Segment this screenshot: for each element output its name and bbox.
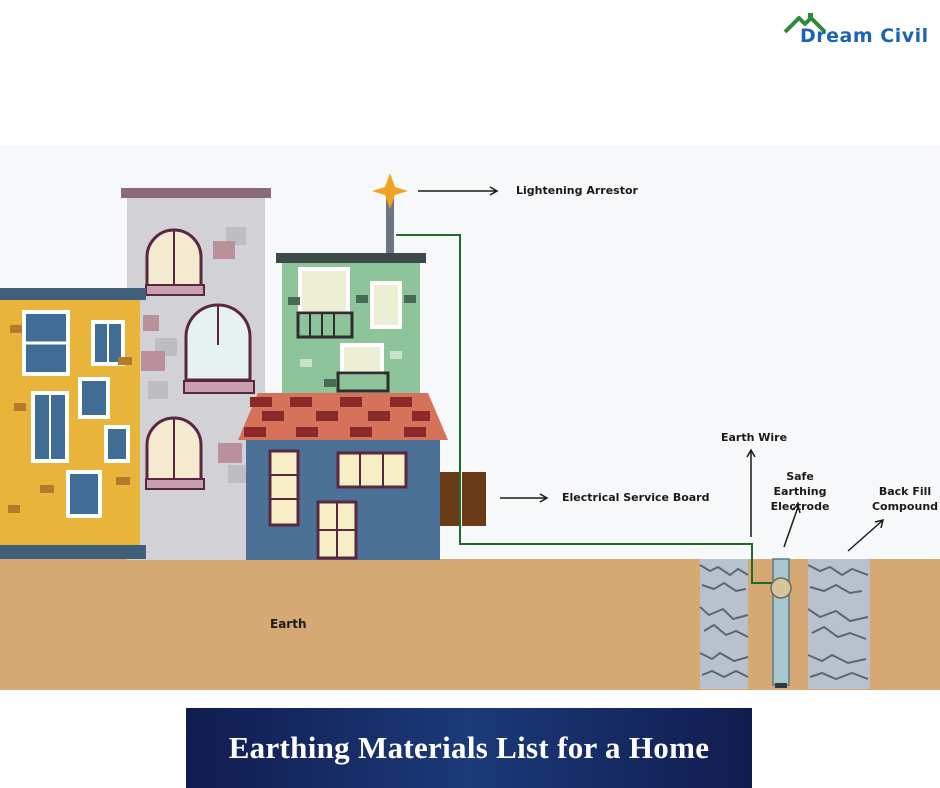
- label-lightning-arrestor: Lightening Arrestor: [516, 184, 638, 197]
- label-back-fill-compound: Back Fill Compound: [871, 485, 939, 513]
- arrow-lightning: [418, 186, 499, 196]
- logo-text: Dream Civil: [800, 25, 929, 47]
- grey-building: [121, 188, 271, 560]
- lightning-arrestor-icon: [372, 173, 408, 253]
- earth-ground: [0, 559, 940, 690]
- yellow-building: [0, 288, 146, 559]
- arrow-backfill: [847, 518, 885, 552]
- earthing-electrode-icon: [770, 558, 792, 688]
- arrow-electrode: [783, 503, 801, 548]
- label-earth-wire: Earth Wire: [721, 431, 788, 444]
- house-logo-icon: [783, 13, 827, 34]
- arrow-service-board: [500, 493, 549, 503]
- label-electrical-service-board: Electrical Service Board: [562, 491, 710, 504]
- brand-logo: Dream Civil: [783, 10, 933, 54]
- green-building: [276, 253, 426, 393]
- earth-wire-line: [396, 234, 772, 584]
- page-title: Earthing Materials List for a Home: [228, 730, 710, 765]
- label-safe-earthing-electrode: Safe Earthing Electrode: [770, 470, 830, 513]
- earthing-scene: Lightening Arrestor Electrical Service B…: [0, 145, 940, 690]
- backfill-pit-left: [699, 559, 749, 689]
- blue-house: [238, 393, 448, 560]
- scene-illustration: [0, 173, 940, 690]
- arrow-earth-wire: [746, 448, 756, 537]
- label-earth: Earth: [270, 617, 307, 631]
- backfill-pit-right: [807, 559, 870, 689]
- title-banner: Earthing Materials List for a Home: [186, 708, 752, 788]
- electrical-service-board-icon: [440, 472, 486, 526]
